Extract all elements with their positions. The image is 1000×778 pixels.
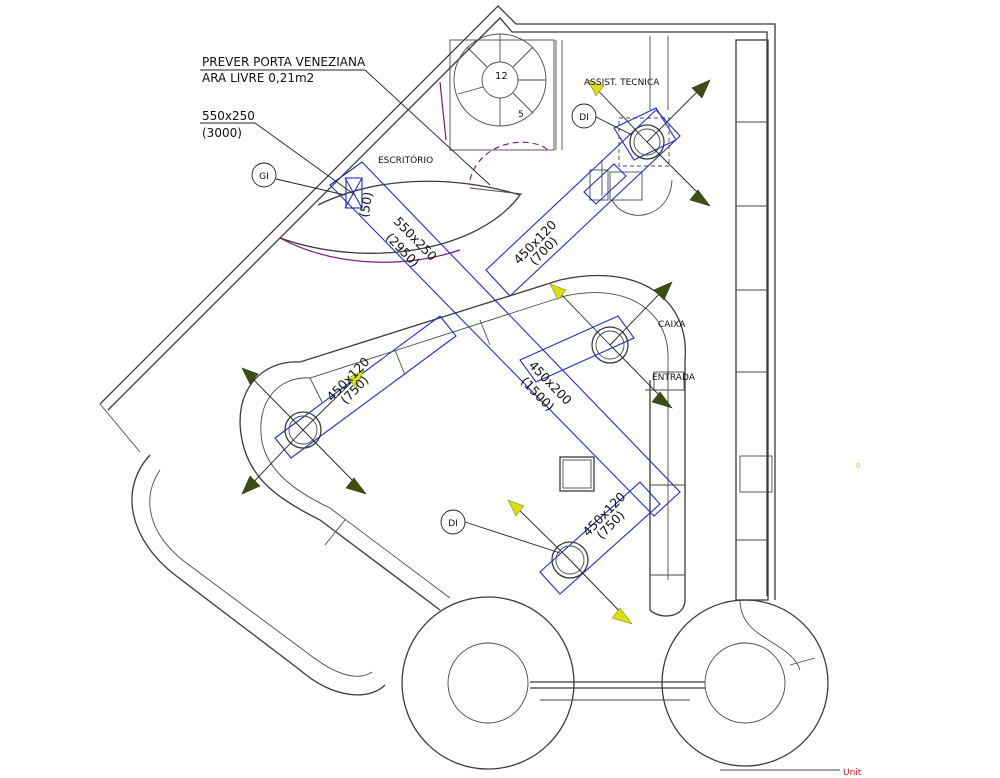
room-office-label: ESCRITÓRIO: [378, 154, 433, 166]
outer-walls: [99, 5, 840, 771]
duct-main-flow: (3000): [202, 126, 242, 140]
note-venetian-door: PREVER PORTA VENEZIANA: [202, 55, 366, 69]
tag-di-bottom-text: DI: [448, 519, 458, 529]
annotations: PREVER PORTA VENEZIANA ARA LIVRE 0,21m2 …: [202, 55, 696, 542]
room-tech-label: ASSIST. TECNICA: [584, 78, 660, 88]
duct-d1-small: (50): [356, 191, 375, 219]
duct-main-size: 550x250: [202, 109, 255, 123]
tag-di-top: DI: [571, 103, 597, 129]
diffuser-top: [629, 124, 665, 160]
right-shelving: [735, 39, 816, 671]
diffuser-right: [591, 326, 629, 364]
stair-number-bottom: 5: [518, 110, 524, 120]
flow-arrows: [241, 79, 711, 625]
stair-office: [279, 33, 673, 263]
stair-number-top: 12: [495, 71, 508, 82]
diffuser-bottom: [551, 541, 589, 579]
diffusers: [284, 124, 665, 579]
tag-di-bottom: DI: [440, 509, 466, 535]
tag-gi-text: GI: [259, 172, 269, 182]
unit-label: Unit: [843, 768, 862, 778]
note-free-area: ARA LIVRE 0,21m2: [202, 71, 314, 85]
tag-di-top-text: DI: [579, 113, 589, 123]
tag-gi: GI: [251, 162, 277, 188]
room-entrance-label: ENTRADA: [652, 373, 696, 383]
room-cashier-label: CAIXA: [658, 320, 686, 330]
marker-zero: 0: [856, 462, 860, 470]
central-counter: [239, 274, 686, 617]
diffuser-left: [284, 411, 322, 449]
leaders: [200, 69, 633, 554]
duct-runs: [274, 107, 681, 595]
